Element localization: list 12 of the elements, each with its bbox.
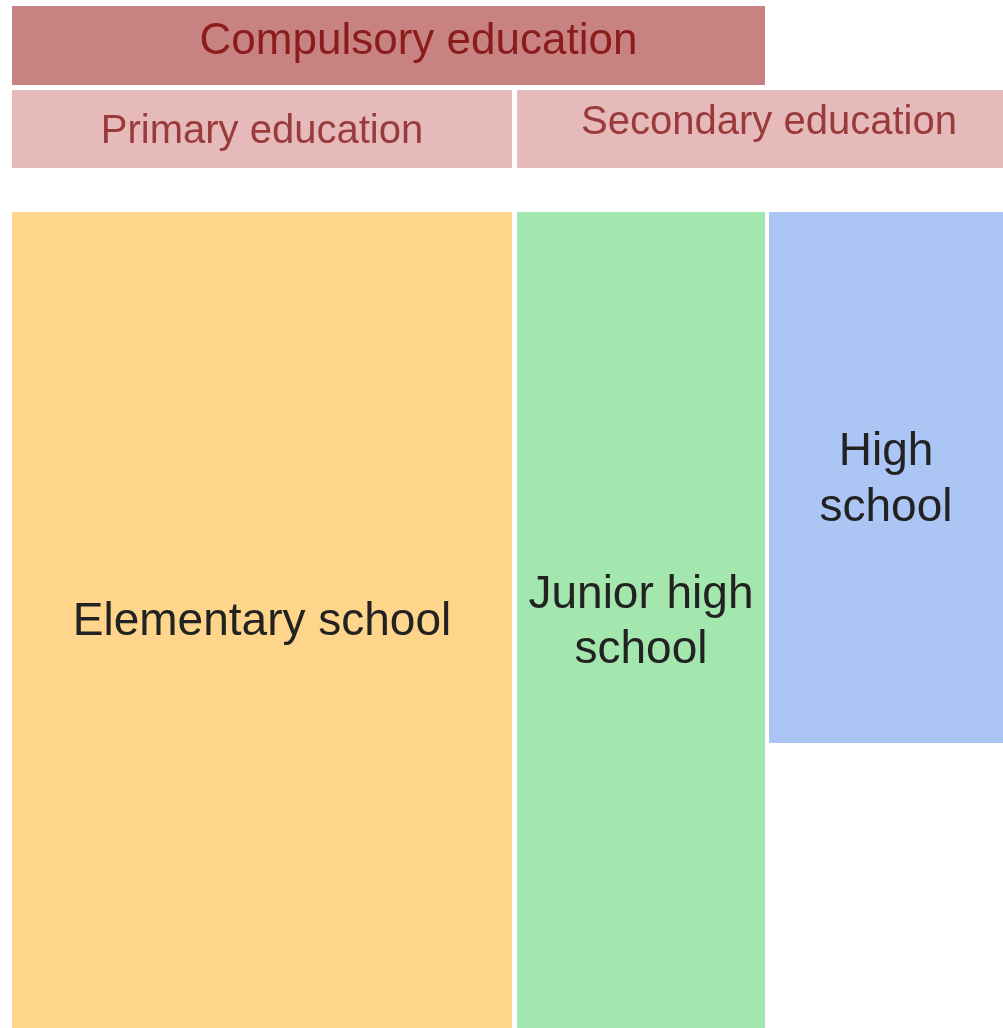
block-label: Secondary education [581, 97, 957, 144]
block-label: Junior high school [527, 564, 755, 675]
category-band [517, 90, 1003, 168]
school-stage-block [517, 212, 765, 1028]
block-label: High school [818, 422, 954, 533]
block-label: Primary education [100, 106, 424, 153]
category-band [12, 90, 512, 168]
block-label: Elementary school [72, 592, 452, 648]
category-band [12, 6, 765, 85]
school-stage-block [769, 212, 1003, 743]
school-stage-block [12, 212, 512, 1028]
block-label: Compulsory education [199, 13, 638, 65]
